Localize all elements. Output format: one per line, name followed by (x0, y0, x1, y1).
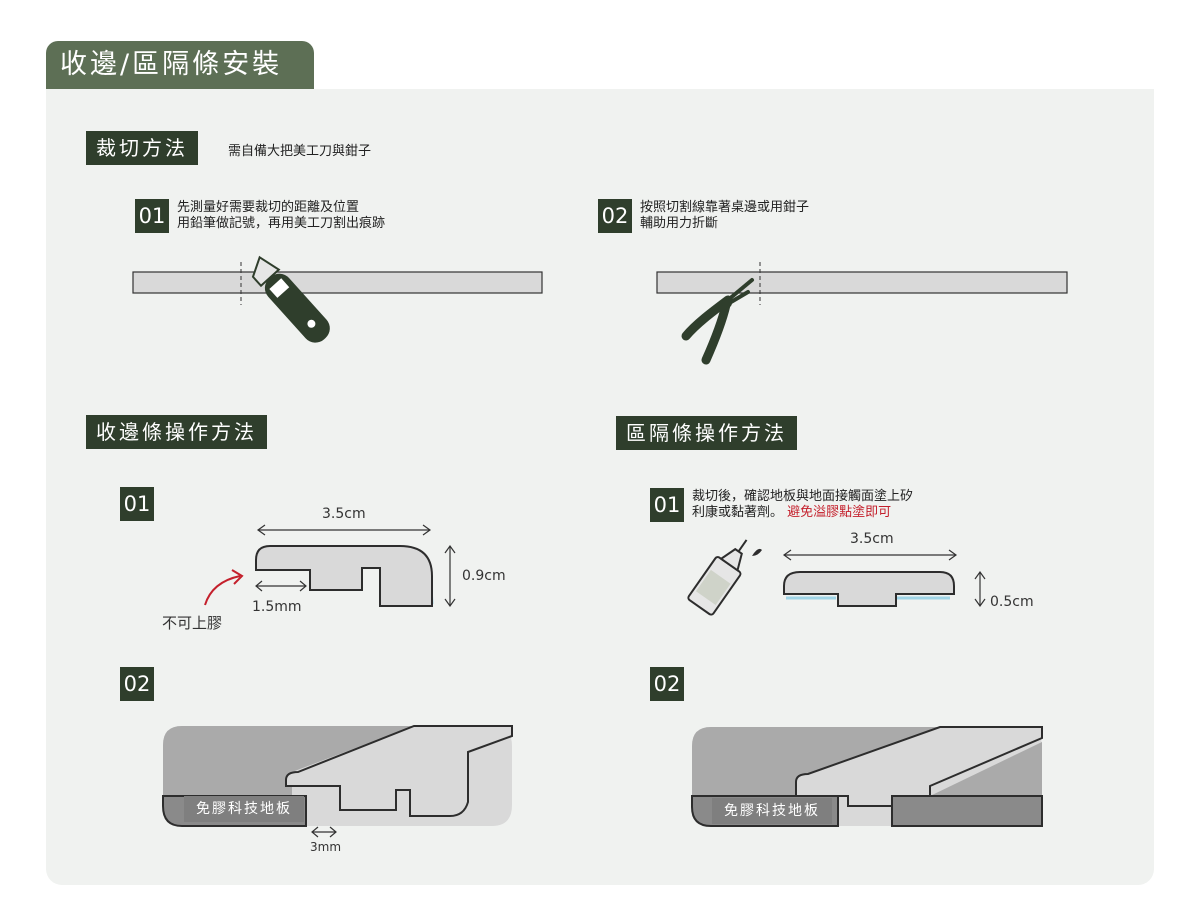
edge-step-1-number: 01 (120, 487, 154, 521)
cut-step-1-number: 01 (135, 199, 169, 233)
divider-step-1-number: 01 (650, 488, 684, 522)
page-title: 收邊/區隔條安裝 (46, 41, 314, 89)
edge-trim-installed (285, 725, 513, 817)
gap-arrow (311, 826, 337, 838)
divider-floor-label: 免膠科技地板 (712, 798, 832, 824)
no-glue-arrow (204, 575, 241, 606)
edge-height-label: 0.9cm (462, 568, 506, 584)
glue-bottle-icon (687, 539, 748, 616)
divider-method-title: 區隔條操作方法 (616, 416, 797, 450)
divider-width-arrow (782, 549, 958, 561)
divider-height-label: 0.5cm (990, 594, 1034, 610)
edge-floor-label: 免膠科技地板 (184, 796, 304, 822)
cutting-method-title: 裁切方法 (86, 131, 198, 165)
divider-height-arrow (974, 570, 986, 608)
divider-profile (783, 571, 955, 607)
cut-step-1-text: 先測量好需要裁切的距離及位置用鉛筆做記號，再用美工刀割出痕跡 (177, 200, 386, 231)
divider-installed (795, 726, 1043, 807)
trim-strip (132, 271, 543, 294)
cut-step-2-text: 按照切割線靠著桌邊或用鉗子輔助用力折斷 (640, 200, 810, 231)
lip-arrow (255, 580, 307, 592)
pliers-icon (681, 278, 754, 365)
edge-width-label: 3.5cm (322, 506, 366, 522)
cut-step-2-number: 02 (598, 199, 632, 233)
gap-label: 3mm (310, 840, 342, 854)
cutting-tools-note: 需自備大把美工刀與鉗子 (228, 144, 372, 159)
wall-shade (163, 726, 414, 796)
wall-shade (692, 727, 940, 796)
no-glue-label: 不可上膠 (162, 614, 223, 632)
edge-trim-method-title: 收邊條操作方法 (86, 415, 267, 449)
divider-step-2-number: 02 (650, 667, 684, 701)
edge-lip-label: 1.5mm (252, 599, 302, 615)
edge-trim-profile (255, 545, 433, 607)
width-arrow (256, 524, 432, 536)
divider-step-1-text: 裁切後，確認地板與地面接觸面塗上矽 利康或黏著劑。 避免溢膠點塗即可 (692, 489, 914, 520)
utility-knife-icon (251, 255, 330, 343)
height-arrow (444, 544, 456, 608)
floor-plank-right (891, 795, 1043, 827)
divider-width-label: 3.5cm (850, 531, 894, 547)
edge-step-2-number: 02 (120, 667, 154, 701)
